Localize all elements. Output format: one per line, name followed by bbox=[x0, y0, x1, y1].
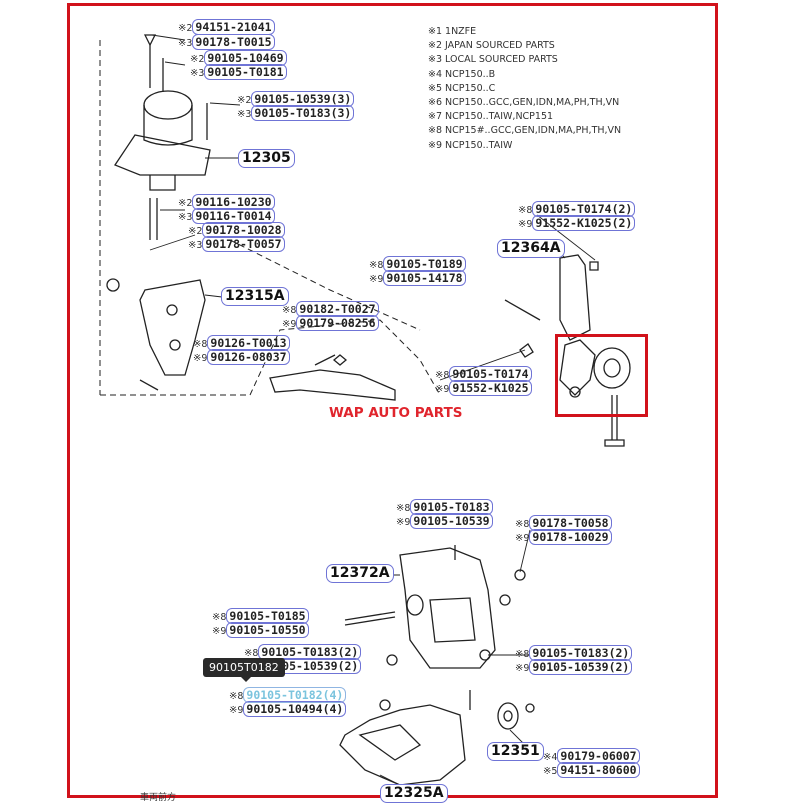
legend-item: ※4 NCP150..B bbox=[428, 68, 496, 80]
ref-12305[interactable]: 12305 bbox=[238, 149, 295, 168]
legend-item: ※7 NCP150..TAIW,NCP151 bbox=[428, 111, 554, 123]
ref-12372A[interactable]: 12372A bbox=[326, 564, 394, 583]
legend-item: ※9 NCP150..TAIW bbox=[428, 139, 513, 151]
part-number-link[interactable]: 90116-T0014 bbox=[192, 208, 275, 224]
ref-12364A[interactable]: 12364A bbox=[497, 239, 565, 258]
part-number-link[interactable]: 90105-10539(2) bbox=[258, 658, 362, 674]
ref-12325A[interactable]: 12325A bbox=[380, 784, 448, 803]
part-number-link[interactable]: 90126-08037 bbox=[207, 349, 290, 365]
bushing-12351-drawing bbox=[497, 702, 535, 730]
part-number-link[interactable]: 90105-T0183(3) bbox=[251, 105, 355, 121]
part-number-link[interactable]: 90178-T0015 bbox=[192, 34, 275, 50]
part-number-link[interactable]: 90105-10539 bbox=[410, 513, 493, 529]
part-number-link[interactable]: 94151-80600 bbox=[557, 762, 640, 778]
part-number-link[interactable]: 90105-T0183(2) bbox=[529, 645, 633, 661]
part-number-link[interactable]: 90105-10469 bbox=[204, 50, 287, 66]
engine-mount-12305-drawing bbox=[114, 34, 211, 191]
part-number-link[interactable]: 90105-T0183 bbox=[410, 499, 493, 515]
part-number-link[interactable]: 90178-10028 bbox=[202, 222, 285, 238]
bracket-12364A-drawing bbox=[504, 254, 599, 341]
part-number-link[interactable]: 90105-10494(4) bbox=[243, 701, 347, 717]
part-number-link[interactable]: 90105-10550 bbox=[226, 622, 309, 638]
part-number-link[interactable]: 90178-T0057 bbox=[202, 236, 285, 252]
part-number-link[interactable]: 90105-T0185 bbox=[226, 608, 309, 624]
torque-rod-drawing bbox=[559, 339, 631, 447]
bracket-12325A-drawing bbox=[339, 690, 471, 786]
part-number-link[interactable]: 90178-T0058 bbox=[529, 515, 612, 531]
variant-legend: ※1 1NZFE ※2 JAPAN SOURCED PARTS ※3 LOCAL… bbox=[428, 25, 621, 153]
part-number-link[interactable]: 90182-T0027 bbox=[296, 301, 379, 317]
part-number-link[interactable]: 91552-K1025(2) bbox=[532, 215, 636, 231]
part-number-link[interactable]: 90105-14178 bbox=[383, 270, 466, 286]
part-number-link[interactable]: 90105-T0183(2) bbox=[258, 644, 362, 660]
part-number-link[interactable]: 91552-K1025 bbox=[449, 380, 532, 396]
part-number-link[interactable]: 90105-T0174 bbox=[449, 366, 532, 382]
ref-12315A[interactable]: 12315A bbox=[221, 287, 289, 306]
part-number-link[interactable]: 90105-T0174(2) bbox=[532, 201, 636, 217]
legend-item: ※1 1NZFE bbox=[428, 26, 477, 37]
part-number-link[interactable]: 90179-08256 bbox=[296, 315, 379, 331]
part-number-link[interactable]: 90179-06007 bbox=[557, 748, 640, 764]
part-number-link-hovered[interactable]: 90105-T0182(4) bbox=[243, 687, 347, 703]
watermark: WAP AUTO PARTS bbox=[329, 405, 463, 421]
part-number-link[interactable]: 90116-10230 bbox=[192, 194, 275, 210]
part-number-link[interactable]: 90105-T0189 bbox=[383, 256, 466, 272]
ref-12351[interactable]: 12351 bbox=[487, 742, 544, 761]
bracket-12315A-drawing bbox=[139, 279, 206, 376]
legend-item: ※2 JAPAN SOURCED PARTS bbox=[428, 40, 555, 52]
torque-rod-highlight-box bbox=[555, 334, 648, 417]
part-number-link[interactable]: 90178-10029 bbox=[529, 529, 612, 545]
vehicle-front-note: 車両前方 bbox=[140, 793, 177, 803]
legend-item: ※5 NCP150..C bbox=[428, 82, 496, 94]
legend-item: ※8 NCP15#..GCC,GEN,IDN,MA,PH,TH,VN bbox=[428, 125, 622, 137]
legend-item: ※3 LOCAL SOURCED PARTS bbox=[428, 54, 558, 66]
part-number-link[interactable]: 94151-21041 bbox=[192, 19, 275, 35]
legend-item: ※6 NCP150..GCC,GEN,IDN,MA,PH,TH,VN bbox=[428, 97, 620, 109]
part-number-link[interactable]: 90105-T0181 bbox=[204, 64, 287, 80]
part-number-link[interactable]: 90105-10539(2) bbox=[529, 659, 633, 675]
hover-tooltip: 90105T0182 bbox=[203, 658, 285, 682]
part-number-link[interactable]: 90126-T0013 bbox=[207, 335, 290, 351]
part-number-link[interactable]: 90105-10539(3) bbox=[251, 91, 355, 107]
